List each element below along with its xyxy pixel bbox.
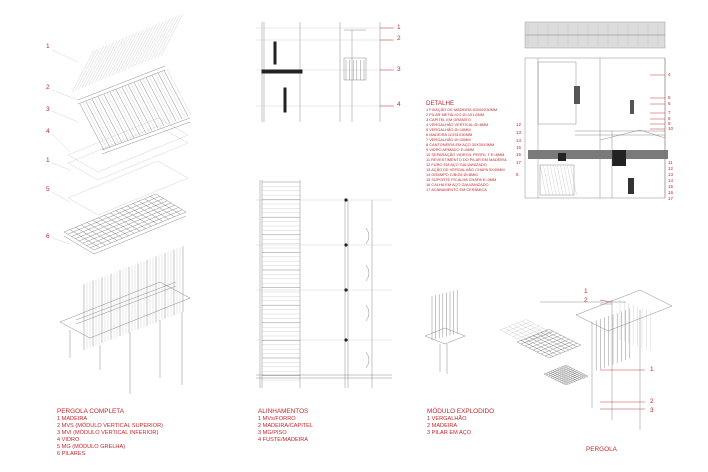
detalhe-item: 10 SEPARAÇÃO VIDRO/L PERFIL T E=8MM [426,152,505,157]
callout-detail-10: 10 [668,126,674,131]
callout-detail-left-12: 12 [516,122,522,127]
detail-hatch [539,164,577,196]
caption-item: 4 FUSTE/MADEIRA [258,436,309,443]
detalhe-item: 12 FURO EM AÇO GALVANIZADO [426,162,487,167]
callout-mid-1: 1 [397,24,401,31]
callout-detail-left-5: 5 [516,172,519,177]
callout-left-1: 1 [46,43,50,50]
pergola-rebars [591,300,651,372]
detalhe-item: 3 CAPITEL EM GRANITO [426,117,471,122]
detalhe-item: 5 VERGALHÃO Ø=10MM [426,127,471,132]
detalhe-item: 2 PILAR METÁLICO Ø=101,6MM [426,112,485,117]
detalhe-item: 14 GRAMPO C/BOM Ø=8MM [426,172,478,177]
caption-item: 3 PILAR EM AÇO [427,429,472,436]
callout-left-4: 4 [46,128,50,135]
callout-mid-2: 2 [397,35,401,42]
callout-detail-9: 9 [668,121,671,126]
detalhe-item: 4 VERGALHÃO VERTICAL Ø=8MM [426,122,489,127]
callout-detail-5: 5 [668,95,671,100]
rail-detail [345,60,365,80]
pillars-and-beam [59,281,191,394]
callout-detail-17: 17 [668,196,674,201]
callout-detail-11: 11 [668,160,673,165]
alignment-sections [256,22,394,388]
callout-br-5: 3 [650,407,654,414]
detalhe-item: 1 FIXAÇÃO DE MADEIRA 40X60X30MM [426,107,498,112]
detail-top-ticks [525,24,665,46]
callout-left-5: 1 [46,157,50,164]
caption-pergola-completa: PERGOLA COMPLETA 1 MADEIRA 2 MVS (MÓDULO… [57,408,163,458]
callout-detail-6: 6 [668,101,671,106]
caption-item: 1 VERGALHÃO [427,416,467,422]
detalhe-item: 17 ACABAMENTO EM CERÂMICA [426,187,487,192]
caption-title: PERGOLA COMPLETA [57,408,125,415]
callout-detail-left-14: 14 [516,138,522,143]
callout-br-3: 1 [650,366,654,373]
callout-detail-4: 4 [668,72,671,77]
callout-detail-left-13: 13 [516,130,522,135]
callout-left-6: 5 [46,186,50,193]
callout-br-4: 2 [650,398,654,405]
callout-detail-12: 12 [668,166,674,171]
detail-section [524,21,668,199]
caption-item: 2 MADEIRA [427,422,458,429]
detalhe-item: 7 VERGALHÃO Ø=10MM [426,137,471,142]
callout-mid-3: 3 [397,66,401,73]
callout-mid-4: 4 [397,101,401,108]
caption-item: 2 MADEIRA/CAPITEL [258,422,314,429]
callout-left-7: 6 [46,233,50,240]
caption-title: MÓDULO EXPLODIDO [427,408,495,415]
caption-alinhamentos: ALINHAMENTOS 1 MVs/FORRO 2 MADEIRA/CAPIT… [258,408,313,444]
caption-item: 6 PILARES [57,450,86,457]
caption-item: 4 VIDRO [57,436,80,443]
caption-item: 1 MVs/FORRO [258,416,296,422]
callout-detail-left-15: 15 [516,145,522,150]
caption-pergola: PERGOLA [586,446,617,453]
detalhe-item: 8 CANTONEIRA EM AÇO 30X30X3MM [426,142,495,147]
callout-detail-left-17: 17 [516,160,522,165]
exploded-module [424,289,589,386]
detalhe-item: 9 VIDRO ARMADO E=6MM [426,147,475,152]
detalhe-item: 15 SUPORTE P/CALHA CHAPA E=3MM [426,177,497,182]
left-leaders [51,49,79,245]
caption-item: 1 MADEIRA [57,416,88,422]
pergola-exploded-axonometric [51,13,192,394]
detalhe-item: 11 REVESTIMENTO DO PILAR EM MADEIRA [426,157,507,162]
rebar-verticals [431,289,458,340]
detail-leaders [650,74,665,130]
detalhe-item: 13 AÇÃO DE VERGALHÃO CHAPA 5X40MM [426,167,505,172]
vertical-module-lower [75,246,184,350]
callout-detail-16: 16 [668,190,674,195]
callout-detail-left-16: 16 [516,152,522,157]
caption-item: 5 MG (MÓDULO GRELHA) [57,443,126,450]
pergola-perspective [540,289,673,430]
callout-detail-7: 7 [668,110,671,115]
callout-left-3: 3 [46,106,50,113]
caption-modulo-explodido: MÓDULO EXPLODIDO 1 VERGALHÃO 2 MADEIRA 3… [427,408,494,437]
caption-title: ALINHAMENTOS [258,408,309,415]
module-grids [499,319,589,386]
detalhe-title: DETALHE [426,100,455,107]
glass-layer [67,117,189,216]
callout-detail-15: 15 [668,184,674,189]
grid-module [63,193,187,255]
slat-layer-top [71,13,184,93]
detalhe-item: 16 CALHA EM AÇO GALVANIZADO [426,182,489,187]
callout-detail-8: 8 [668,116,671,121]
caption-item: 3 MG/PISO [258,429,287,436]
caption-item: 2 MVS (MÓDULO VERTICAL SUPERIOR) [57,422,163,429]
callout-left-2: 2 [46,84,50,91]
slat-elevation [262,181,300,381]
callout-detail-13: 13 [668,172,674,177]
detalhe-item: 6 MADEIRA 11X51X30MM [426,132,473,137]
callout-br-1: 1 [584,288,588,295]
vertical-module-upper [77,65,192,155]
caption-item: 3 MVI (MÓDULO VERTICAL INFERIOR) [57,429,159,436]
callout-detail-14: 14 [668,178,674,183]
callout-br-2: 2 [584,297,588,304]
